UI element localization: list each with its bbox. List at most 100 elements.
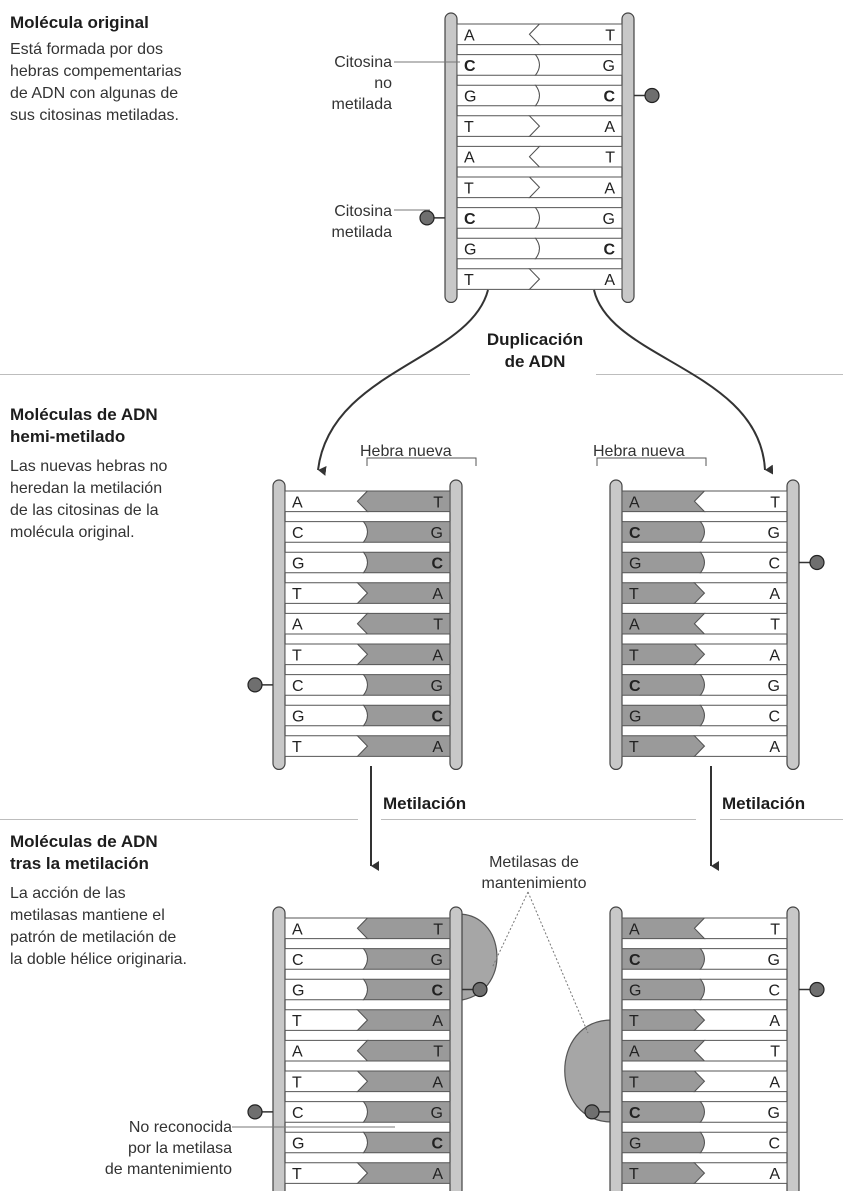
backbone-rail bbox=[272, 479, 286, 770]
base-right bbox=[362, 704, 451, 727]
base-label-left: C bbox=[629, 1105, 641, 1122]
divider bbox=[0, 819, 358, 820]
base-label-left: T bbox=[292, 1074, 302, 1091]
base-right bbox=[528, 145, 623, 168]
base-label-right: A bbox=[604, 180, 615, 197]
base-right bbox=[528, 176, 623, 199]
base-right bbox=[362, 1131, 451, 1154]
text-line: Duplicación bbox=[486, 330, 584, 349]
new-strand-bracket bbox=[596, 457, 707, 466]
base-right bbox=[356, 1009, 451, 1031]
section-text-original: Está formada por dos hebras compementari… bbox=[10, 39, 182, 127]
section-title-after: Moléculas de ADN tras la metilación bbox=[10, 831, 158, 875]
base-label-right: G bbox=[431, 525, 443, 542]
base-label-right: C bbox=[431, 556, 443, 573]
base-label-left: A bbox=[629, 494, 640, 511]
base-right bbox=[356, 490, 451, 513]
base-right bbox=[362, 1101, 451, 1123]
base-label-right: G bbox=[603, 211, 615, 228]
base-right bbox=[699, 704, 788, 727]
backbone-rail bbox=[272, 906, 286, 1191]
base-label-left: G bbox=[292, 1136, 304, 1153]
base-right bbox=[693, 582, 788, 604]
methyl-group-icon bbox=[584, 1104, 600, 1120]
base-right bbox=[699, 551, 788, 574]
base-label-right: C bbox=[603, 242, 615, 259]
base-label-right: A bbox=[432, 647, 443, 664]
base-right bbox=[693, 917, 788, 940]
base-right bbox=[528, 115, 623, 137]
text-line: hebras compementarias bbox=[10, 63, 182, 80]
backbone-rail bbox=[609, 906, 623, 1191]
backbone-rail bbox=[621, 12, 635, 303]
text-line: Moléculas de ADN bbox=[10, 405, 158, 424]
divider bbox=[596, 374, 843, 375]
base-label-right: A bbox=[769, 1074, 780, 1091]
base-label-left: A bbox=[292, 617, 303, 634]
label-cytosine-unmethylated: Citosina no metilada bbox=[310, 52, 392, 115]
base-label-left: A bbox=[292, 921, 303, 938]
text-line: de mantenimiento bbox=[104, 1161, 232, 1178]
base-label-right: T bbox=[770, 617, 780, 634]
methyl-group-icon bbox=[644, 87, 660, 104]
base-label-left: T bbox=[292, 647, 302, 664]
backbone-rail bbox=[786, 906, 800, 1191]
backbone-rail bbox=[444, 12, 458, 303]
text-line: Está formada por dos bbox=[10, 41, 163, 58]
backbone-rail bbox=[449, 479, 463, 770]
base-right bbox=[362, 978, 451, 1001]
base-label-right: C bbox=[768, 983, 780, 1000]
base-label-left: G bbox=[629, 983, 641, 1000]
base-label-left: A bbox=[629, 617, 640, 634]
text-line: Metilasas de bbox=[489, 854, 579, 871]
base-label-right: C bbox=[768, 709, 780, 726]
label-methylation-left: Metilación bbox=[383, 794, 467, 813]
methyl-group-icon bbox=[809, 554, 825, 571]
base-label-right: G bbox=[768, 525, 780, 542]
section-text-hemi: Las nuevas hebras no heredan la metilaci… bbox=[10, 456, 167, 544]
base-label-left: G bbox=[629, 1136, 641, 1153]
section-title-hemi: Moléculas de ADN hemi-metilado bbox=[10, 404, 158, 448]
text-line: la doble hélice originaria. bbox=[10, 951, 187, 968]
base-right bbox=[356, 643, 451, 666]
base-right bbox=[534, 207, 623, 229]
base-label-right: T bbox=[770, 1044, 780, 1061]
base-label-right: A bbox=[769, 586, 780, 603]
new-strand-bracket bbox=[366, 457, 477, 466]
base-label-left: T bbox=[629, 1074, 639, 1091]
label-new-strand-right: Hebra nueva bbox=[593, 443, 685, 460]
base-label-right: T bbox=[770, 921, 780, 938]
text-line: molécula original. bbox=[10, 524, 135, 541]
base-label-left: A bbox=[464, 150, 475, 167]
text-line: patrón de metilación de bbox=[10, 929, 177, 946]
base-label-right: G bbox=[768, 1105, 780, 1122]
base-right bbox=[356, 1162, 451, 1184]
base-label-left: T bbox=[292, 586, 302, 603]
base-label-right: C bbox=[603, 89, 615, 106]
text-line: No reconocida bbox=[128, 1119, 232, 1136]
base-right bbox=[534, 54, 623, 76]
base-label-right: T bbox=[605, 27, 615, 44]
base-label-right: C bbox=[431, 983, 443, 1000]
text-line: tras la metilación bbox=[10, 854, 149, 873]
text-line: de las citosinas de la bbox=[10, 502, 159, 519]
text-line: metilasas mantiene el bbox=[10, 907, 165, 924]
label-not-recognized: No reconocida por la metilasa de manteni… bbox=[75, 1117, 232, 1180]
base-label-right: A bbox=[432, 1013, 443, 1030]
base-label-left: A bbox=[629, 1044, 640, 1061]
divider bbox=[0, 374, 470, 375]
section-title-original: Molécula original bbox=[10, 13, 149, 32]
base-right bbox=[693, 735, 788, 757]
base-label-left: T bbox=[464, 272, 474, 289]
leader-line bbox=[527, 891, 589, 1034]
base-right bbox=[699, 521, 788, 543]
methyl-group-icon bbox=[419, 210, 435, 226]
methylase-enzyme-icon bbox=[564, 1019, 613, 1123]
base-label-left: A bbox=[292, 494, 303, 511]
base-right bbox=[356, 735, 451, 757]
methyl-group-icon bbox=[247, 1104, 263, 1120]
